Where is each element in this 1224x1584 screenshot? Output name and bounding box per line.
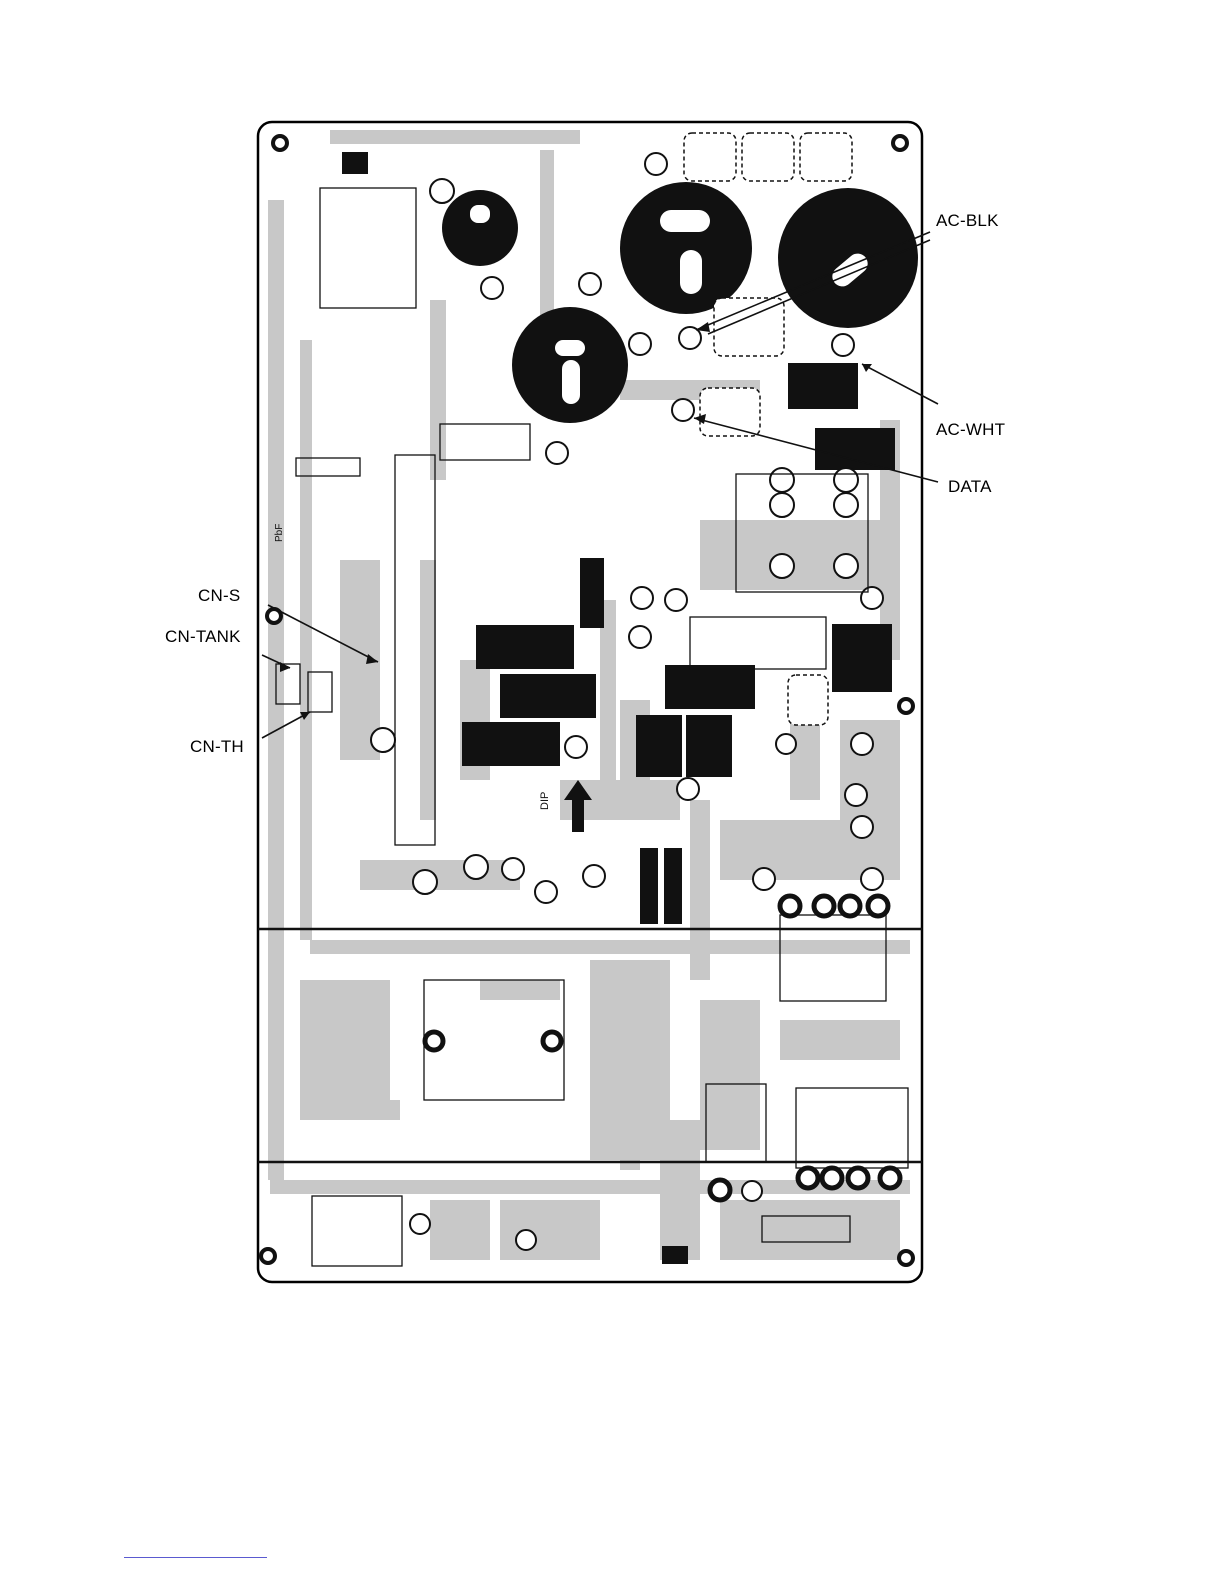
connector-top	[342, 152, 368, 174]
zener-icon	[788, 675, 828, 725]
footer-rule	[124, 1557, 267, 1558]
relay-icon	[664, 848, 682, 924]
zener-icon	[684, 133, 736, 181]
mounting-hole-icon	[273, 136, 287, 150]
mounting-hole-icon	[261, 1249, 275, 1263]
relay-icon	[686, 715, 732, 777]
capacitor-icon	[778, 188, 918, 328]
connector-bottom	[662, 1246, 688, 1264]
callout-cn-tank: CN-TANK	[165, 627, 241, 647]
relay-icon	[462, 722, 560, 766]
callout-ac-wht: AC-WHT	[936, 420, 1005, 440]
mounting-hole-icon	[893, 136, 907, 150]
callout-cn-th: CN-TH	[190, 737, 244, 757]
relay-icon	[500, 674, 596, 718]
pbf-label: PbF	[274, 524, 285, 542]
relay-icon	[476, 625, 574, 669]
relay-icon	[832, 624, 892, 692]
relay-icon	[665, 665, 755, 709]
relay-icon	[636, 715, 682, 777]
relay-icon	[640, 848, 658, 924]
relay-icon	[788, 363, 858, 409]
zener-icon	[742, 133, 794, 181]
relay-icon	[815, 428, 895, 470]
callout-ac-blk: AC-BLK	[936, 211, 999, 231]
capacitor-icon	[620, 182, 752, 314]
mounting-hole-icon	[899, 699, 913, 713]
callout-data: DATA	[948, 477, 992, 497]
callout-cn-s: CN-S	[198, 586, 240, 606]
dip-label: DIP	[539, 792, 551, 810]
relay-icon	[580, 558, 604, 628]
mounting-hole-icon	[899, 1251, 913, 1265]
zener-icon	[700, 388, 760, 436]
capacitor-icon	[442, 190, 518, 266]
zener-icon	[800, 133, 852, 181]
